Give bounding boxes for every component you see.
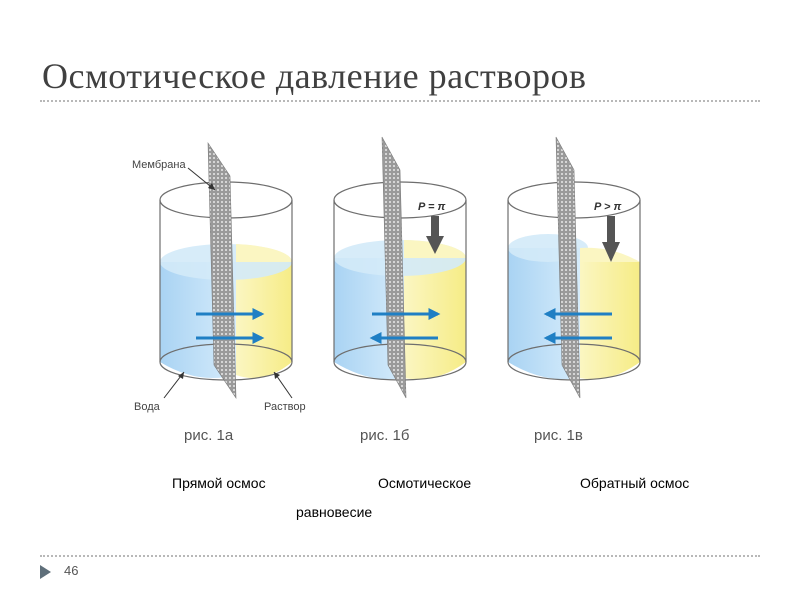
footer-divider <box>40 555 760 557</box>
cylinder-1a: Мембрана Вода Раствор рис. 1а <box>132 141 306 444</box>
figure-label-1c: рис. 1в <box>534 427 583 444</box>
pressure-label-1b: P = π <box>418 201 445 213</box>
osmosis-diagram: Мембрана Вода Раствор рис. 1а P = π рис.… <box>132 136 641 444</box>
caption-reverse-osmosis: Обратный осмос <box>580 475 690 491</box>
caption-equilibrium-line1: Осмотическое <box>378 475 472 491</box>
solution-label: Раствор <box>264 401 306 413</box>
caption-direct-osmosis: Прямой осмос <box>172 475 266 491</box>
figure-label-1b: рис. 1б <box>360 427 410 444</box>
figure-label-1a: рис. 1а <box>184 427 234 444</box>
page-title: Осмотическое давление растворов <box>42 56 587 96</box>
membrane <box>207 141 237 400</box>
pressure-arrow <box>426 236 444 254</box>
pressure-label-1c: P > π <box>594 201 621 213</box>
page-number: 46 <box>64 563 79 578</box>
triangle-bullet-icon <box>40 565 51 579</box>
solution-region <box>236 262 292 379</box>
solution-region <box>580 262 640 380</box>
membrane-label: Мембрана <box>132 159 186 171</box>
membrane <box>555 136 581 399</box>
cylinder-1b: P = π рис. 1б <box>333 136 467 444</box>
solution-region <box>404 258 466 380</box>
cylinder-1c: P > π рис. 1в <box>507 136 641 444</box>
pressure-arrow <box>602 242 620 262</box>
caption-equilibrium-line2: равновесие <box>296 504 373 520</box>
membrane <box>381 136 407 399</box>
water-label: Вода <box>134 401 161 413</box>
title-divider <box>40 100 760 102</box>
